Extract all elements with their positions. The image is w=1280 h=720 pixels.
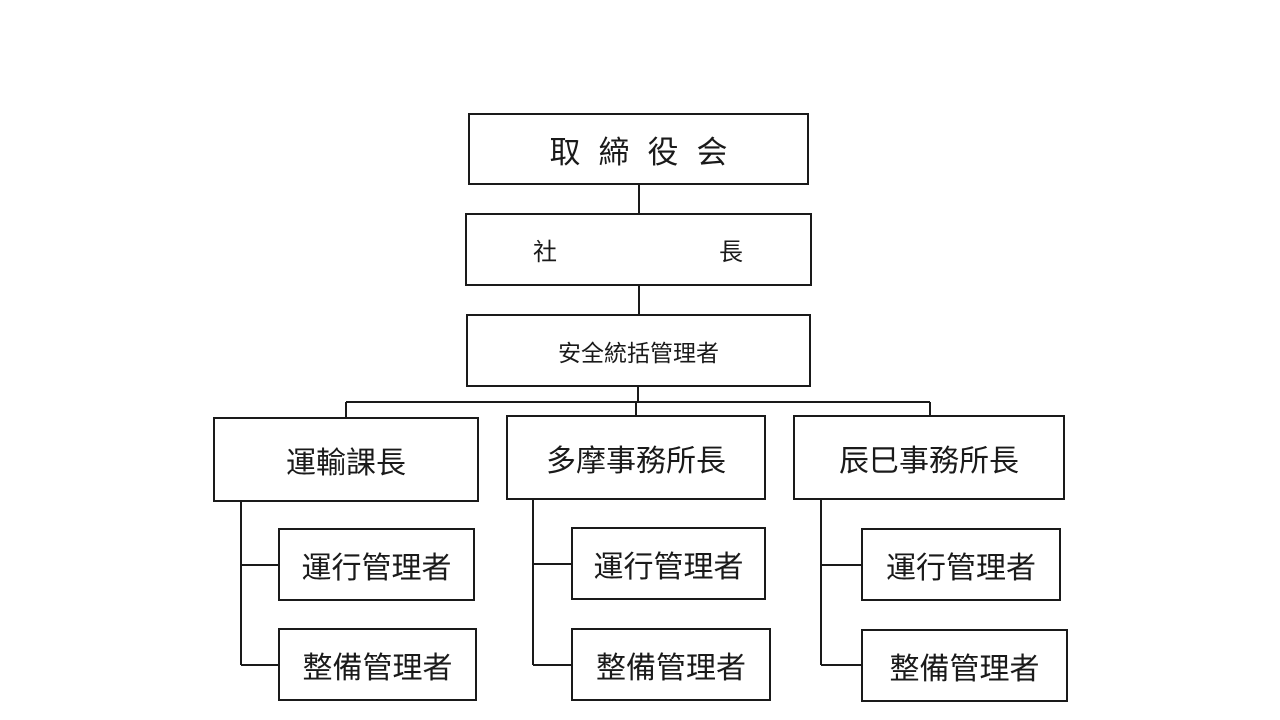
staff-label: 整備管理者 (302, 650, 453, 686)
president-label-part1: 社 (533, 238, 557, 266)
staff-box-dept2-operations: 運行管理者 (571, 527, 766, 600)
department-label: 運輸課長 (286, 445, 406, 481)
staff-label: 運行管理者 (301, 550, 452, 586)
department-box-2: 多摩事務所長 (506, 415, 766, 500)
department-box-3: 辰巳事務所長 (793, 415, 1065, 500)
board-label: 取締役会 (549, 134, 746, 171)
president-label-part2: 長 (719, 238, 743, 266)
staff-box-dept1-maintenance: 整備管理者 (278, 628, 477, 701)
board-box: 取締役会 (468, 113, 809, 185)
safety-manager-box: 安全統括管理者 (466, 314, 811, 387)
staff-label: 運行管理者 (593, 549, 744, 585)
department-box-1: 運輸課長 (213, 417, 479, 502)
staff-box-dept1-operations: 運行管理者 (278, 528, 475, 601)
staff-label: 運行管理者 (886, 550, 1036, 586)
president-box: 社 長 (465, 213, 812, 286)
staff-box-dept3-maintenance: 整備管理者 (861, 629, 1068, 702)
staff-label: 整備管理者 (889, 651, 1040, 687)
department-label: 多摩事務所長 (546, 443, 726, 479)
staff-box-dept3-operations: 運行管理者 (861, 528, 1061, 601)
staff-box-dept2-maintenance: 整備管理者 (571, 628, 771, 701)
department-label: 辰巳事務所長 (839, 443, 1019, 479)
staff-label: 整備管理者 (596, 650, 746, 686)
safety-manager-label: 安全統括管理者 (558, 340, 719, 367)
